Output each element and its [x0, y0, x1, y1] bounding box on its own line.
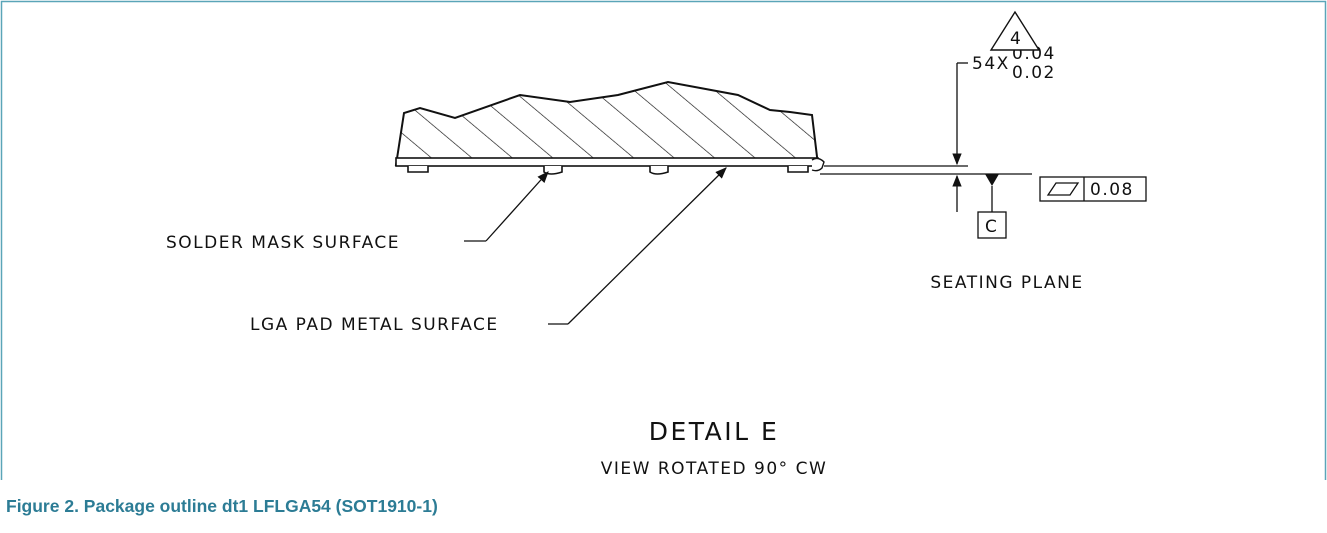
dimension-lower: 0.02: [1012, 63, 1056, 83]
substrate-layer: [395, 157, 819, 167]
flatness-value: 0.08: [1090, 180, 1134, 200]
figure-border: [0, 0, 1327, 480]
flatness-icon: [1046, 182, 1080, 196]
datum-label: C: [985, 217, 998, 237]
seating-plane-lines: [820, 165, 1032, 175]
note-number: 4: [1010, 29, 1022, 49]
note-triangle: [989, 10, 1041, 51]
lga-pads: [407, 166, 809, 175]
detail-subtitle: VIEW ROTATED 90° CW: [601, 459, 828, 479]
thickness-dimension: [952, 62, 968, 212]
lga-pad-label: LGA PAD METAL SURFACE: [250, 315, 499, 335]
edge-pad: [811, 157, 825, 172]
dimension-prefix: 54X: [972, 54, 1010, 74]
datum-symbol: C: [977, 174, 1007, 239]
package-cross-section: [394, 80, 825, 175]
hatched-body: [394, 80, 820, 166]
seating-plane-label: SEATING PLANE: [930, 273, 1083, 293]
lga-pad-leader: [548, 167, 727, 325]
flatness-frame: 0.08: [1039, 176, 1147, 202]
solder-mask-label: SOLDER MASK SURFACE: [166, 233, 400, 253]
detail-title: DETAIL E: [649, 417, 780, 446]
solder-mask-leader: [464, 171, 549, 242]
figure-caption: Figure 2. Package outline dt1 LFLGA54 (S…: [6, 496, 438, 516]
